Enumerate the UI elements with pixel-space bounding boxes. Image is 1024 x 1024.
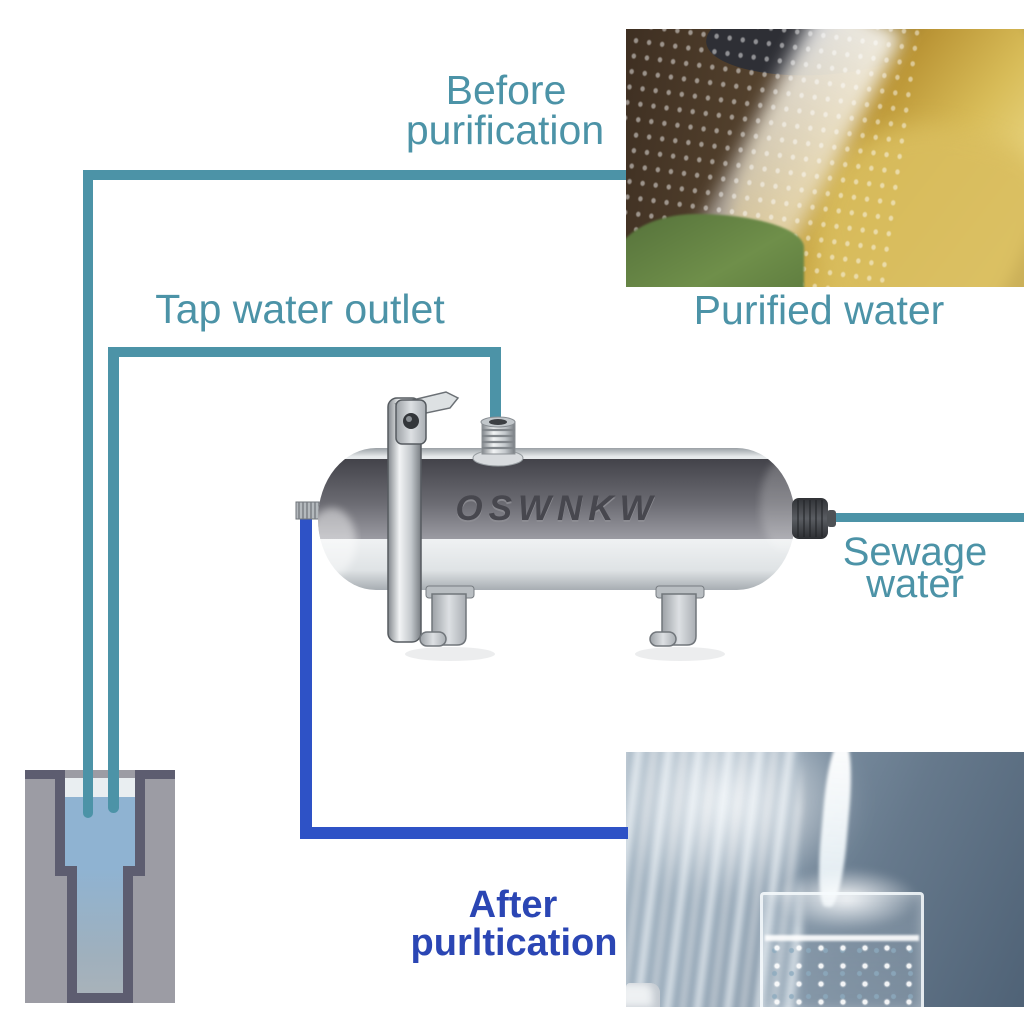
pipe-before-horizontal xyxy=(83,170,626,180)
well-step-right xyxy=(123,866,145,876)
pipe-sewage-horizontal xyxy=(812,513,1024,522)
pipe-into-tank-top-port xyxy=(490,347,501,432)
label-purified-water: Purified water xyxy=(693,287,945,333)
label-after-line1: After xyxy=(468,884,558,926)
well-water-upper xyxy=(65,797,135,868)
label-before-line2: purification xyxy=(405,107,605,153)
well-lining-right xyxy=(135,770,145,876)
pipe-tap-outlet-down-to-well xyxy=(108,347,119,813)
well-shaft-lining-right xyxy=(123,866,133,1003)
well-bottom xyxy=(67,993,133,1003)
glass-water-bubbles xyxy=(766,939,918,1007)
label-after-line2: purltication xyxy=(410,922,618,964)
dirty-water-photo xyxy=(626,29,1024,287)
label-sewage-line1: Sewage xyxy=(842,530,988,574)
tank-top-port xyxy=(472,416,524,467)
well-step-left xyxy=(55,866,77,876)
clean-photo-rim-splash xyxy=(774,868,919,930)
clean-photo-glass xyxy=(760,892,924,1007)
brand-engraving-shadow: OSWNKW xyxy=(455,491,658,530)
well-cap-right xyxy=(135,770,175,779)
dirty-photo-grass xyxy=(626,214,804,287)
outlet-fitting xyxy=(792,498,836,539)
well-cap-left xyxy=(25,770,65,779)
pipe-purified-horizontal xyxy=(300,827,628,839)
pipe-purified-vertical xyxy=(300,516,312,838)
label-tap-water-outlet: Tap water outlet xyxy=(155,286,445,332)
tank-foot-left xyxy=(419,585,475,647)
foot-shadow-right xyxy=(635,647,725,661)
pipe-before-down-to-well xyxy=(83,170,93,818)
label-before-line1: Before xyxy=(445,67,567,113)
pipe-tap-outlet-horizontal xyxy=(108,347,501,357)
inlet-port xyxy=(295,501,323,520)
well-lining-left xyxy=(55,770,65,876)
brand-engraving: OSWNKW xyxy=(455,489,658,528)
well-cross-section xyxy=(25,770,175,1003)
foot-shadow-left xyxy=(405,647,495,661)
well-shaft-lining-left xyxy=(67,866,77,1003)
glass-water-surface xyxy=(765,935,919,941)
well-shaft-water xyxy=(77,868,123,993)
tank-foot-right xyxy=(649,585,705,647)
label-sewage-line2: water xyxy=(866,562,964,606)
clean-water-photo xyxy=(626,752,1024,1007)
tank-clamp xyxy=(387,391,460,643)
clean-photo-white-cup xyxy=(626,983,660,1007)
